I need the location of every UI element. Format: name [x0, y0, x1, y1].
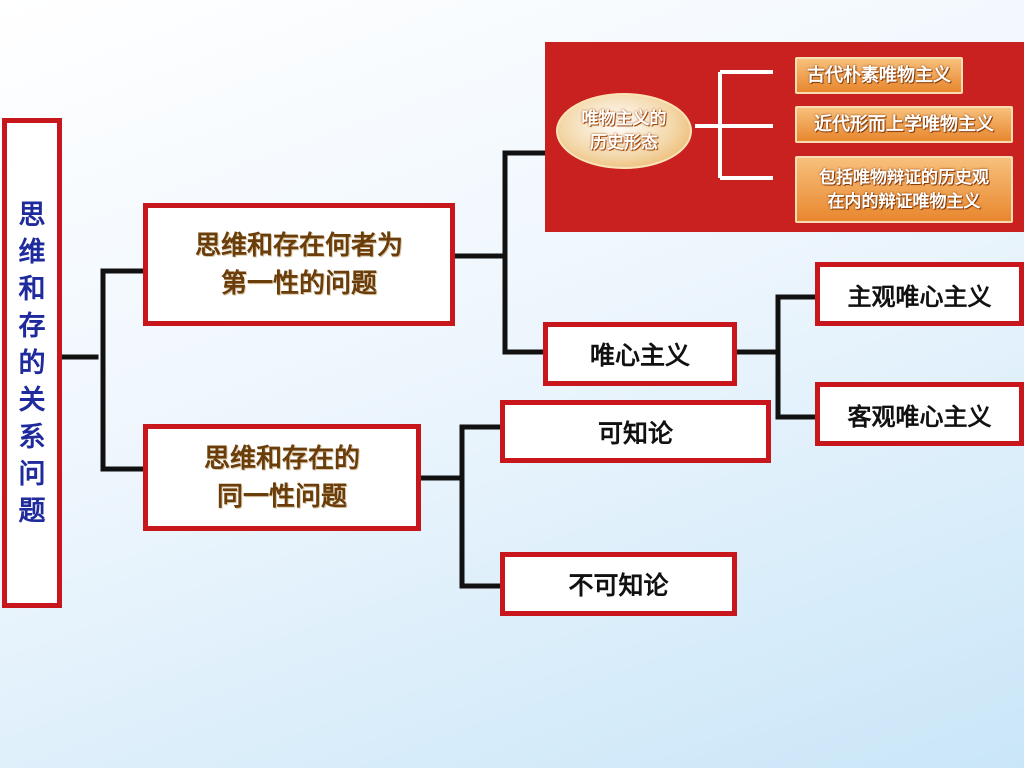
materialism-oval: 唯物主义的 历史形态 [556, 93, 692, 169]
materialism-label: 唯物主义的 历史形态 [581, 109, 667, 153]
idealism-node: 唯心主义 [543, 322, 737, 386]
root-node: 思 维 和 存 的 关 系 问 题 [2, 118, 62, 608]
materialism-form-label: 古代朴素唯物主义 [807, 64, 951, 86]
root-char: 存 [18, 310, 46, 342]
unknowable-node: 不可知论 [500, 552, 737, 616]
root-char: 问 [18, 458, 46, 490]
idealism-label: 唯心主义 [589, 341, 690, 370]
root-char: 题 [18, 495, 46, 527]
root-char: 和 [18, 273, 46, 305]
materialism-form-dialectical: 包括唯物辩证的历史观 在内的辩证唯物主义 [795, 156, 1013, 223]
materialism-form-label: 近代形而上学唯物主义 [814, 113, 994, 135]
knowable-label: 可知论 [597, 418, 673, 448]
knowable-node: 可知论 [500, 400, 771, 463]
identity-question-label: 思维和存在的 同一性问题 [203, 443, 360, 512]
objective-idealism-label: 客观唯心主义 [847, 401, 992, 431]
materialism-form-label: 包括唯物辩证的历史观 在内的辩证唯物主义 [819, 167, 989, 212]
materialism-form-metaphysical: 近代形而上学唯物主义 [795, 106, 1013, 143]
materialism-bracket [695, 70, 773, 180]
root-char: 的 [18, 347, 46, 379]
root-char: 思 [18, 199, 46, 231]
root-char: 关 [18, 384, 46, 416]
unknowable-label: 不可知论 [568, 571, 669, 600]
objective-idealism-node: 客观唯心主义 [815, 382, 1024, 446]
subjective-idealism-node: 主观唯心主义 [815, 262, 1024, 326]
first-nature-question-node: 思维和存在何者为 第一性的问题 [143, 203, 455, 326]
subjective-idealism-label: 主观唯心主义 [847, 281, 992, 311]
identity-question-node: 思维和存在的 同一性问题 [143, 424, 421, 531]
root-char: 维 [18, 236, 46, 268]
materialism-panel: 唯物主义的 历史形态 古代朴素唯物主义 近代形而上学唯物主义 包括唯物辩证的历史… [545, 42, 1024, 232]
root-char: 系 [18, 421, 46, 453]
materialism-form-ancient: 古代朴素唯物主义 [795, 57, 963, 94]
first-nature-question-label: 思维和存在何者为 第一性的问题 [194, 230, 403, 299]
